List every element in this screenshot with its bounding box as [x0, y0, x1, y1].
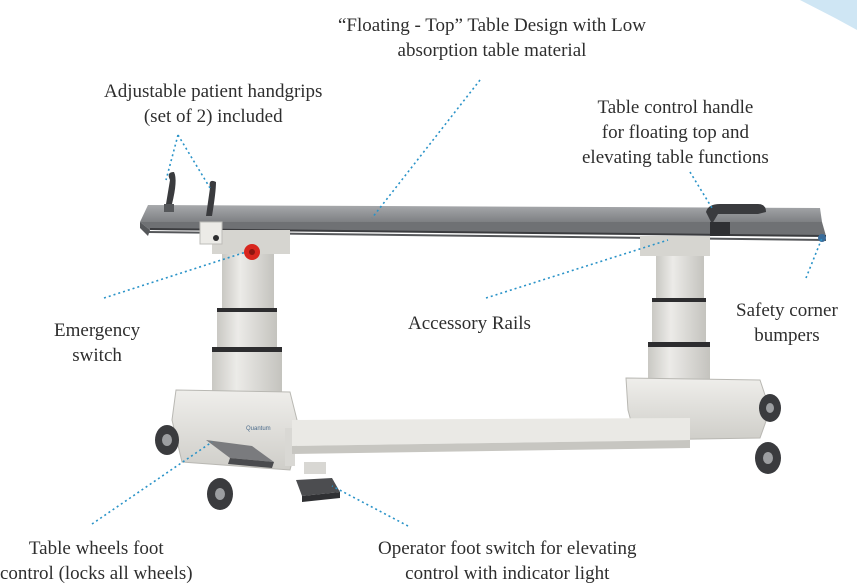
- wheel-lock-pedal: [206, 440, 274, 468]
- label-accessory-rails: Accessory Rails: [408, 313, 531, 334]
- cross-bar: [292, 418, 690, 454]
- handgrips: [164, 172, 223, 245]
- left-column: [212, 230, 290, 398]
- left-base: [171, 389, 301, 471]
- leader-lines: [91, 79, 823, 527]
- safety-corner-bumper: [818, 234, 826, 242]
- leader-wheels: [91, 441, 213, 525]
- corner-accent: [800, 0, 857, 30]
- leader-accessory-rails: [485, 239, 669, 299]
- leader-control-handle: [689, 171, 713, 209]
- brand-mark: Quantum: [246, 426, 271, 432]
- leader-foot-switch: [331, 485, 409, 527]
- operator-foot-switch: [296, 462, 340, 502]
- wheels: [155, 394, 781, 510]
- leader-floating-top: [371, 79, 481, 219]
- control-handle: [706, 204, 766, 236]
- right-column: [640, 236, 710, 386]
- leader-bumpers: [805, 237, 823, 279]
- label-handgrips: Adjustable patient handgrips(set of 2) i…: [104, 81, 323, 127]
- emergency-switch: [244, 244, 260, 260]
- leader-handgrip-2: [177, 134, 211, 189]
